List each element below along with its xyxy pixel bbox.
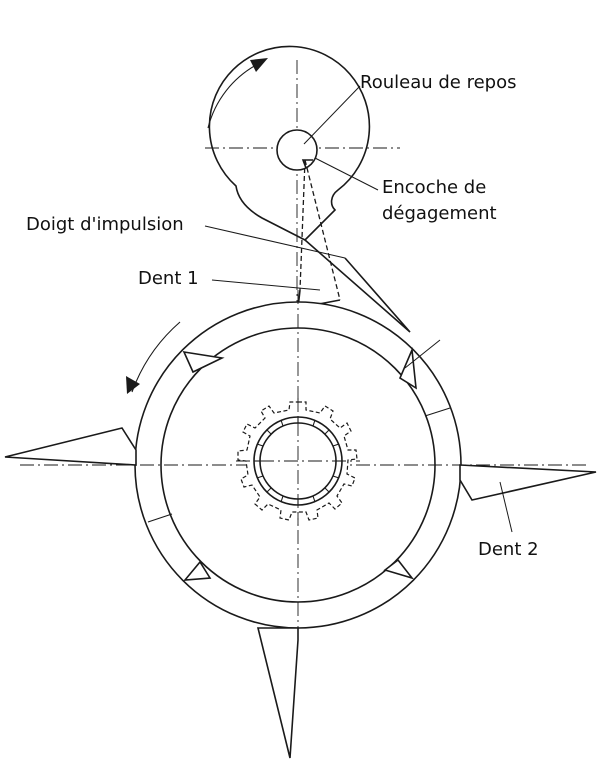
- leader-dent1: [211, 279, 321, 291]
- leader-rouleau: [303, 85, 361, 145]
- spoke-notch: [183, 560, 212, 581]
- label-encoche-line2: dégagement: [382, 203, 497, 224]
- roller-arrowhead-icon: [250, 58, 268, 72]
- tooth-bottom: [256, 627, 299, 759]
- label-doigt-d-impulsion: Doigt d'impulsion: [26, 214, 184, 235]
- rest-roller: [276, 129, 318, 171]
- leader-dent2: [499, 481, 513, 533]
- tooth-left: [4, 427, 137, 466]
- leader-upper-tooth: [404, 339, 441, 369]
- leader-encoche: [314, 157, 379, 191]
- roller-rotation-arrow: [207, 63, 259, 129]
- label-dent-1: Dent 1: [138, 268, 199, 289]
- impulse-finger: [299, 159, 341, 301]
- label-encoche-line1: Encoche de: [382, 177, 486, 198]
- label-dent-2: Dent 2: [478, 539, 539, 560]
- spoke-notch: [383, 558, 415, 580]
- release-notch: [301, 159, 313, 169]
- wheel-arrowhead-icon: [126, 376, 140, 394]
- spoke-notch: [398, 346, 417, 390]
- leader-doigt: [204, 225, 346, 259]
- label-rouleau-de-repos: Rouleau de repos: [360, 72, 516, 93]
- rim-tick: [147, 513, 173, 523]
- spoke-notch: [182, 350, 225, 374]
- hub: [236, 398, 360, 525]
- tooth-right: [459, 464, 597, 501]
- roller-lower-arm: [304, 239, 411, 333]
- rim-tick: [424, 407, 451, 417]
